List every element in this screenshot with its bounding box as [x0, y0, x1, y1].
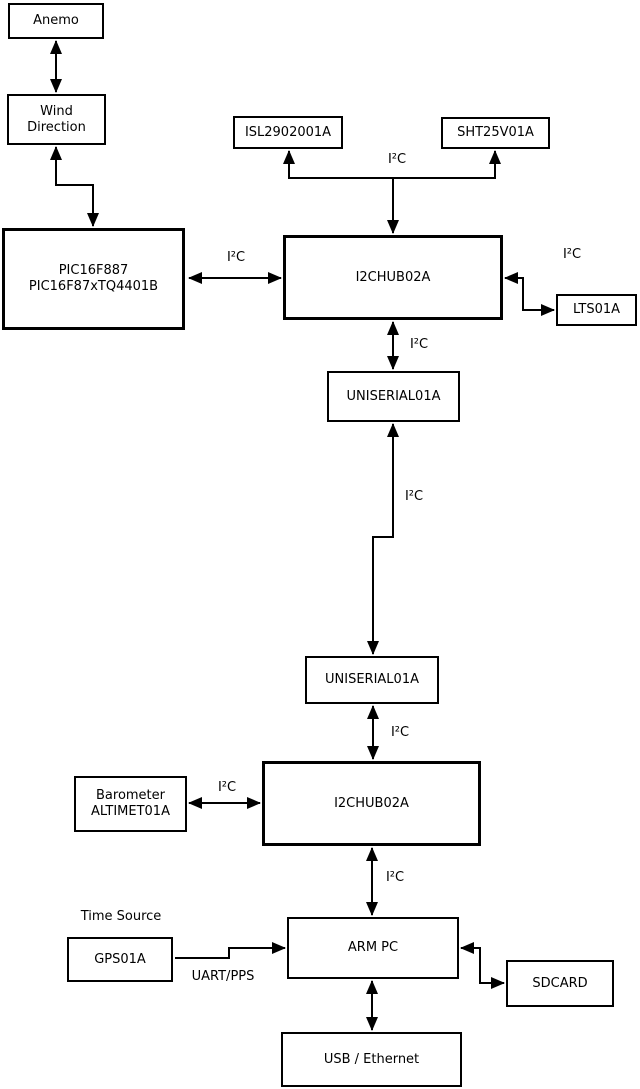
node-usb-ethernet: USB / Ethernet [281, 1032, 462, 1087]
label-uart-pps: UART/PPS [191, 969, 255, 984]
node-sdcard: SDCARD [506, 960, 614, 1007]
node-uniserial01a-upper: UNISERIAL01A [327, 371, 460, 422]
node-isl2902001a: ISL2902001A [233, 116, 343, 149]
label-i2c-hub1-uni1: I²C [409, 337, 429, 352]
label-i2c-hub1-lts: I²C [562, 247, 582, 262]
node-uniserial01a-lower: UNISERIAL01A [305, 656, 439, 704]
edge-uni1-uni2 [367, 423, 399, 655]
label-i2c-hub2-arm: I²C [385, 870, 405, 885]
edge-hub1-lts [504, 272, 555, 316]
label-i2c-uni2-hub2: I²C [390, 725, 410, 740]
edge-arm-sdcard [460, 942, 505, 989]
node-anemo: Anemo [8, 3, 104, 39]
node-arm-pc: ARM PC [287, 917, 459, 979]
edge-gps-arm [175, 942, 286, 959]
label-i2c-pic-hub1: I²C [226, 250, 246, 265]
node-i2chub02a-lower: I2CHUB02A [262, 761, 481, 846]
node-i2chub02a-upper: I2CHUB02A [283, 235, 503, 320]
label-time-source: Time Source [80, 909, 162, 924]
node-sht25v01a: SHT25V01A [441, 117, 550, 149]
node-lts01a: LTS01A [556, 294, 637, 326]
node-pic16f887: PIC16F887 PIC16F87xTQ4401B [2, 228, 185, 330]
label-i2c-top-branch: I²C [387, 152, 407, 167]
node-gps01a: GPS01A [67, 937, 173, 982]
edge-wind-pic [50, 146, 99, 227]
label-i2c-uni1-uni2: I²C [404, 489, 424, 504]
node-wind-direction: Wind Direction [7, 94, 106, 145]
label-i2c-baro-hub2: I²C [217, 780, 237, 795]
node-barometer-altimet01a: Barometer ALTIMET01A [74, 776, 187, 832]
